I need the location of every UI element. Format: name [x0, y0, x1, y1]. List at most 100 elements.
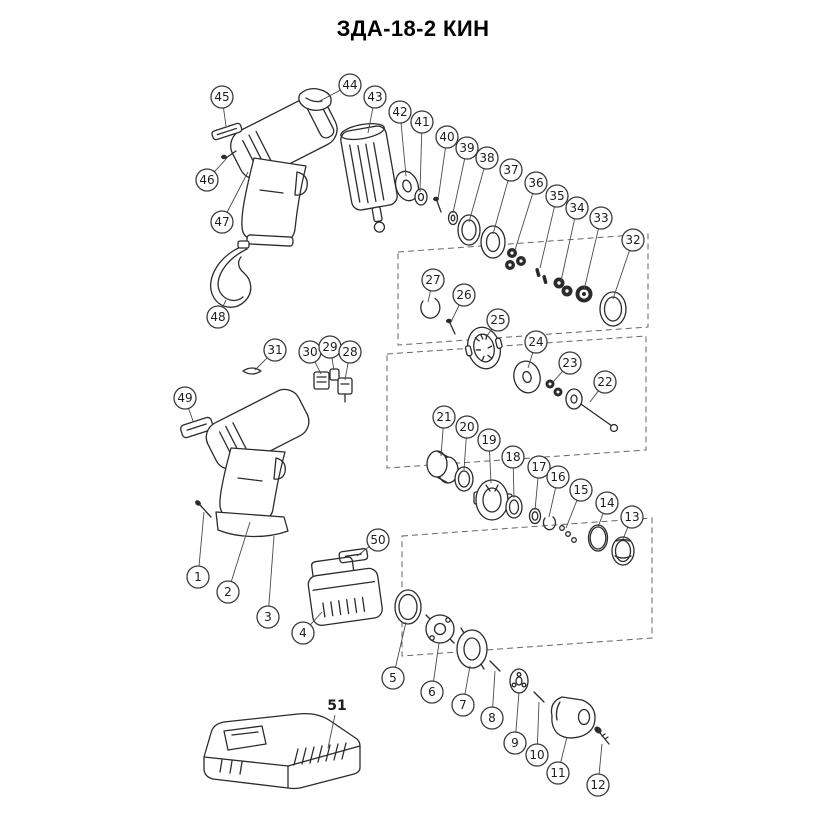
svg-text:15: 15	[573, 483, 588, 497]
part-36-planet-gears	[505, 248, 526, 270]
svg-text:21: 21	[436, 410, 451, 424]
leader-line-14	[597, 513, 604, 528]
svg-text:26: 26	[456, 288, 471, 302]
svg-text:37: 37	[503, 163, 518, 177]
svg-text:11: 11	[550, 766, 565, 780]
leader-line-5	[395, 621, 407, 668]
part-51-charger	[203, 712, 361, 790]
leader-line-17	[534, 477, 539, 511]
callout-7: 7	[451, 693, 475, 717]
leader-line-21	[440, 427, 444, 457]
callout-32: 32	[621, 228, 645, 252]
svg-text:33: 33	[593, 211, 608, 225]
callout-layer: 4544434241403938373635343332464748272625…	[173, 73, 645, 797]
callout-46: 46	[195, 168, 219, 192]
label-51: 51	[327, 698, 346, 714]
svg-text:27: 27	[425, 273, 440, 287]
svg-text:49: 49	[177, 391, 192, 405]
callout-12: 12	[586, 773, 610, 797]
svg-text:35: 35	[549, 189, 564, 203]
svg-text:3: 3	[264, 610, 272, 624]
svg-text:10: 10	[529, 748, 544, 762]
part-4-battery	[307, 556, 383, 626]
svg-text:44: 44	[342, 78, 357, 92]
part-23-pins	[545, 379, 563, 397]
svg-text:17: 17	[531, 460, 546, 474]
part-16-clip	[542, 516, 557, 531]
part-41-bearing	[414, 188, 428, 206]
leader-line-49	[188, 408, 194, 422]
part-44-cap	[298, 87, 332, 112]
svg-text:7: 7	[459, 698, 467, 712]
part-24-washer	[513, 360, 541, 394]
svg-text:28: 28	[342, 345, 357, 359]
part-6-cam	[425, 614, 455, 644]
callout-1: 1	[186, 565, 210, 589]
callout-8: 8	[480, 706, 504, 730]
leader-line-4	[310, 611, 323, 626]
callout-33: 33	[589, 206, 613, 230]
svg-text:39: 39	[459, 141, 474, 155]
part-7-hammer	[456, 627, 488, 670]
part-27-snap-ring	[420, 297, 441, 319]
callout-43: 43	[363, 85, 387, 109]
leader-line-13	[622, 527, 629, 540]
leader-line-3	[268, 535, 275, 607]
part-37-cup-washer	[480, 225, 506, 259]
callout-25: 25	[486, 308, 510, 332]
part-45-plate	[211, 122, 243, 141]
leader-line-31	[254, 357, 268, 371]
callout-20: 20	[455, 415, 479, 439]
callout-10: 10	[525, 743, 549, 767]
svg-text:23: 23	[562, 356, 577, 370]
leader-line-50	[356, 546, 370, 557]
leader-layer	[188, 89, 630, 775]
callout-30: 30	[298, 340, 322, 364]
leader-line-10	[536, 701, 540, 745]
part-39-washer	[447, 210, 459, 226]
svg-text:25: 25	[490, 313, 505, 327]
leader-line-27	[427, 290, 432, 303]
callout-35: 35	[545, 184, 569, 208]
part-31-clip	[242, 367, 262, 375]
part-15-balls	[559, 525, 577, 543]
part-26-screw	[446, 318, 456, 335]
svg-text:36: 36	[528, 176, 543, 190]
svg-text:32: 32	[625, 233, 640, 247]
leader-line-35	[539, 206, 555, 269]
leader-line-46	[214, 157, 228, 173]
diagram-title: ЗДА-18-2 КИН	[336, 16, 490, 41]
leader-line-37	[492, 180, 509, 235]
leader-line-47	[226, 171, 249, 213]
leader-line-8	[492, 670, 496, 708]
part-21-sleeve	[426, 450, 459, 484]
leader-line-36	[514, 193, 534, 251]
callout-34: 34	[565, 196, 589, 220]
callout-11: 11	[546, 761, 570, 785]
part-1-screw	[195, 500, 212, 518]
part-10-pin	[533, 691, 545, 703]
svg-text:6: 6	[428, 685, 436, 699]
callout-14: 14	[595, 491, 619, 515]
svg-text:2: 2	[224, 585, 232, 599]
svg-text:9: 9	[511, 736, 519, 750]
part-42-end-plate	[394, 170, 420, 202]
part-22-spindle	[565, 388, 619, 433]
part-20-ring	[454, 466, 474, 492]
svg-text:38: 38	[479, 151, 494, 165]
part-13-spring	[611, 536, 635, 566]
callout-22: 22	[593, 370, 617, 394]
callout-13: 13	[620, 505, 644, 529]
leader-line-16	[548, 487, 557, 518]
svg-text:1: 1	[194, 570, 202, 584]
svg-text:5: 5	[389, 671, 397, 685]
leader-line-7	[464, 665, 471, 695]
svg-text:43: 43	[367, 90, 382, 104]
svg-text:16: 16	[550, 470, 565, 484]
leader-line-34	[560, 218, 576, 282]
assembly-group-box-2	[386, 335, 647, 469]
svg-text:48: 48	[210, 310, 225, 324]
leader-line-19	[489, 450, 492, 484]
part-19-gear-case	[473, 479, 513, 521]
part-29-button	[329, 368, 340, 381]
